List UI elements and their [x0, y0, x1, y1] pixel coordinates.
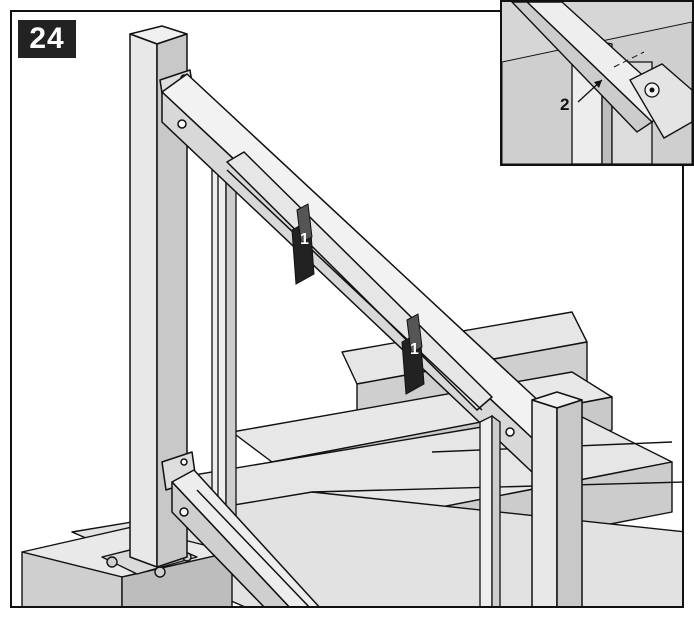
callout-label-detail: 2: [560, 95, 569, 114]
railing-illustration: 1 1: [21, 25, 682, 606]
step-number-badge: 24: [18, 20, 76, 58]
ground-slab-side: [121, 551, 233, 606]
bottom-rail: [171, 469, 320, 606]
right-support: [479, 414, 501, 606]
ground-slab-front: [21, 551, 123, 606]
clip-a: [291, 203, 315, 285]
top-rail: [161, 73, 573, 473]
vertical-channel: [211, 157, 237, 537]
deck-stairs: [21, 311, 682, 606]
detail-illustration: 2: [502, 2, 692, 164]
left-post: [129, 25, 197, 568]
callout-label-clip-b: 1: [410, 341, 419, 358]
detail-inset: 2: [500, 0, 694, 166]
callout-label-clip-a: 1: [300, 231, 309, 248]
right-post: [531, 391, 583, 606]
step-number: 24: [29, 22, 65, 55]
clip-b: [401, 313, 425, 395]
